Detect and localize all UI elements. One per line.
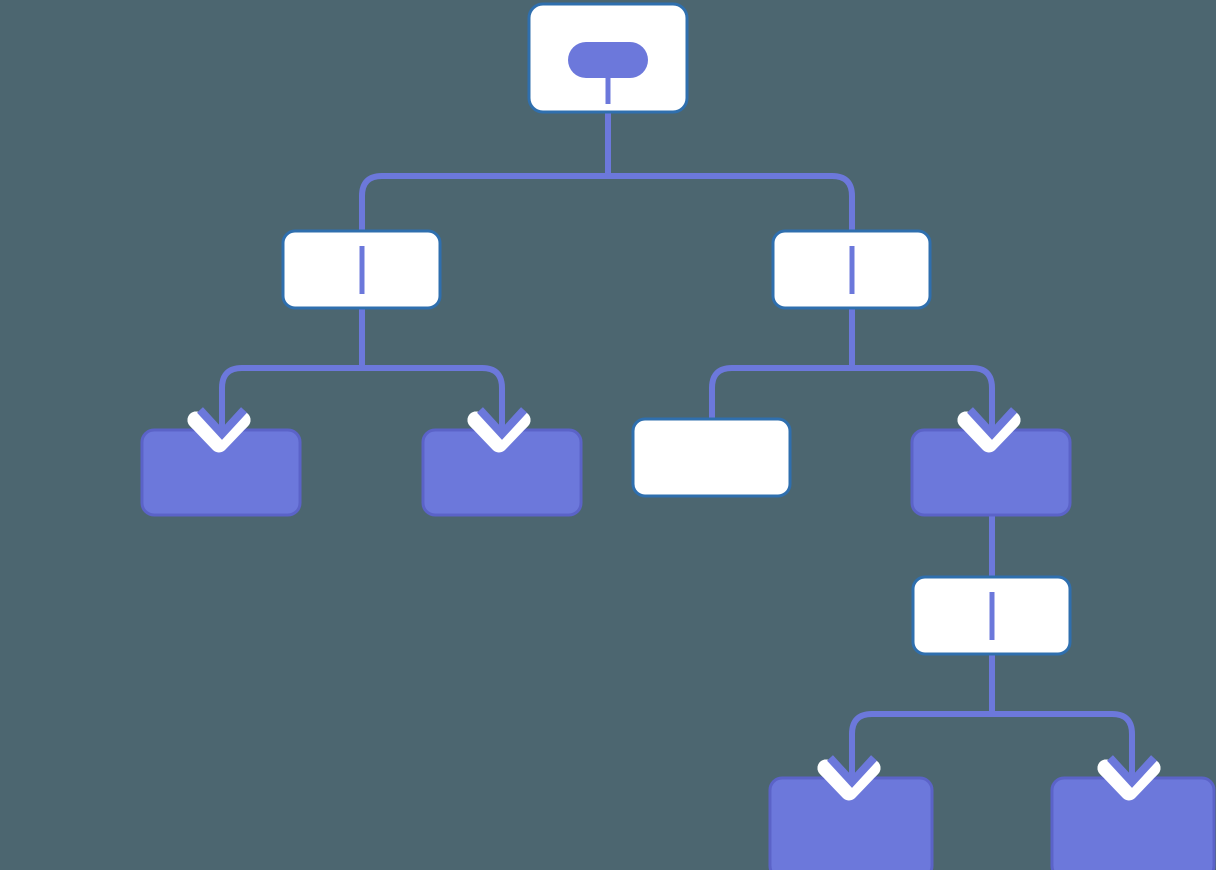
arrowhead-purple-tip-lr2 [477,407,527,440]
purple-node-layer [140,428,1216,870]
arrowhead-white-tip-rr4b [1097,759,1161,801]
arrowhead-white-tip-ll2 [187,411,251,453]
white-node-layer [281,2,1072,656]
arrowhead-white-tip-rr4a [817,759,881,801]
arrowhead-white-tip-rr2 [957,411,1021,453]
arrowhead-purple-tip-rr2 [967,407,1017,440]
arrowhead-white-tip-lr2 [467,411,531,453]
edge-root-to-level1-bus [359,173,855,231]
root-pill-shape [568,42,648,78]
node-rl2[interactable] [631,417,792,498]
arrowhead-white-overlay-layer [187,411,1161,801]
arrowhead-purple-overlay-layer [197,407,1157,788]
arrowhead-purple-tip-rr4a [827,755,877,788]
arrowhead-purple-tip-rr4b [1107,755,1157,788]
edge-n-r1-to-children-bus [709,365,995,430]
node-inner-content-layer [359,42,995,640]
edge-n-l1-to-children-bus [219,365,505,430]
connector-layer [219,64,1135,778]
arrowhead-purple-tip-ll2 [197,407,247,440]
edge-n-rr3-to-children-bus [849,711,1135,778]
